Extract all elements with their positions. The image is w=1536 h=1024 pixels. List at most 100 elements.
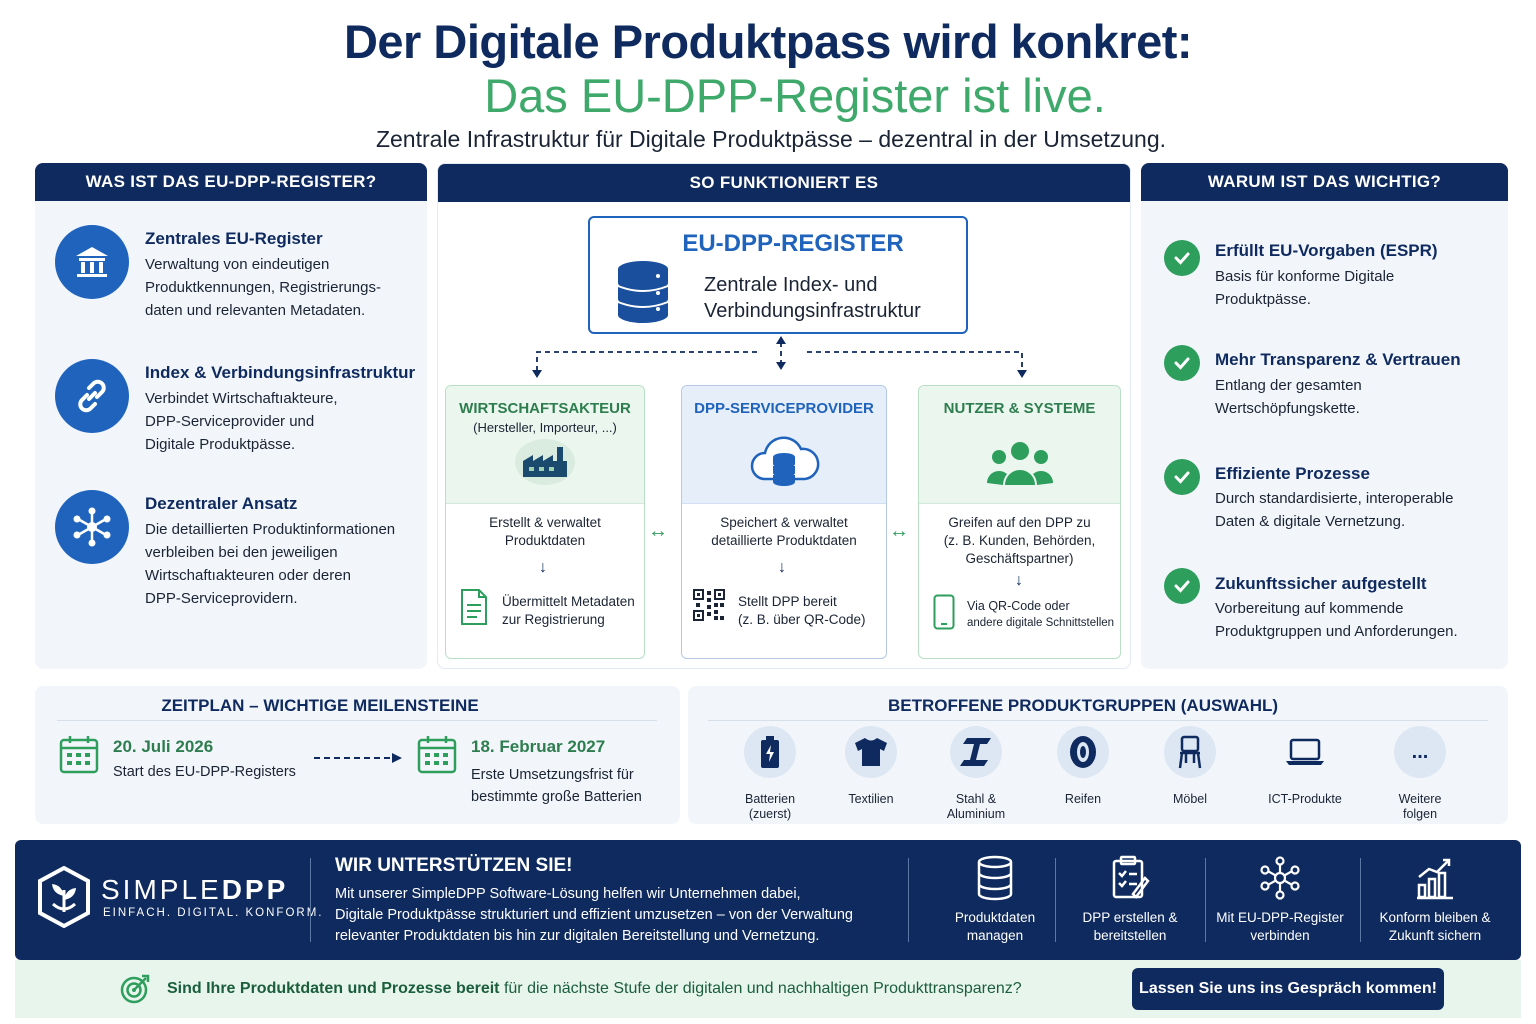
battery-icon <box>744 726 796 778</box>
serviceprovider-column: DPP-SERVICEPROVIDER Speichert & verwalte… <box>681 385 887 659</box>
product-label: Stahl & <box>955 792 997 806</box>
reason-title: Erfüllt EU-Vorgaben (ESPR) <box>1215 241 1438 260</box>
contact-button[interactable]: Lassen Sie uns ins Gespräch kommen! <box>1132 968 1444 1010</box>
reason-line: Entlang der gesamten <box>1215 377 1362 394</box>
column-line: (z. B. Kunden, Behörden, <box>943 533 1096 548</box>
timeline-heading: ZEITPLAN – WICHTIGE MEILENSTEINE <box>161 696 479 715</box>
users-group-icon <box>985 439 1055 489</box>
chart-growth-icon <box>1360 855 1510 903</box>
feature-manage-data: Produktdaten managen <box>920 855 1070 945</box>
document-icon <box>460 588 488 631</box>
product-furniture: Möbel <box>1135 726 1245 807</box>
more-icon: ... <box>1394 726 1446 778</box>
timeline-arrow <box>314 753 402 763</box>
product-label: Möbel <box>1172 792 1208 806</box>
down-arrow-icon: ↓ <box>1015 572 1023 589</box>
reason-line: Produktgruppen und Anforderungen. <box>1215 623 1458 640</box>
feature-label: Konform bleiben & <box>1379 910 1491 925</box>
item-line: daten und relevanten Metadaten. <box>145 302 366 319</box>
chair-icon <box>1164 726 1216 778</box>
cta-bar: Sind Ihre Produktdaten und Prozesse bere… <box>15 960 1521 1018</box>
page-title: Der Digitale Produktpass wird konkret: <box>343 15 1193 68</box>
product-label: ICT-Produkte <box>1268 792 1342 806</box>
product-label: Aluminium <box>946 807 1006 821</box>
reason-title: Mehr Transparenz & Vertrauen <box>1215 350 1461 369</box>
item-line: Verbindet Wirtschaftıakteure, <box>145 390 338 407</box>
product-more: ... Weitere folgen <box>1365 726 1475 822</box>
reason-line: Basis für konforme Digitale <box>1215 268 1395 285</box>
reason-line: Daten & digitale Vernetzung. <box>1215 513 1406 530</box>
item-line: Wirtschaftıakteuren oder deren <box>145 567 351 584</box>
feature-create-dpp: DPP erstellen & bereitstellen <box>1055 855 1205 945</box>
feature-label: DPP erstellen & <box>1082 910 1178 925</box>
banner-heading: WIR UNTERSTÜTZEN SIE! <box>335 855 573 876</box>
item-line: Digitale Produktpässe. <box>145 436 296 453</box>
qr-code-icon <box>693 589 725 626</box>
milestone-date: 18. Februar 2027 <box>471 737 606 756</box>
database-icon <box>616 260 670 331</box>
product-label: (zuerst) <box>748 807 792 821</box>
database-icon <box>920 855 1070 903</box>
support-banner: SIMPLEDPP EINFACH. DIGITAL. KONFORM. WIR… <box>15 840 1521 960</box>
users-title: NUTZER & SYSTEME <box>943 400 1096 417</box>
product-label: Batterien <box>744 792 796 806</box>
how-it-works-heading: SO FUNKTIONIERT ES <box>438 164 1130 202</box>
milestone-text: bestimmte große Batterien <box>471 789 642 805</box>
cloud-database-icon <box>747 433 821 489</box>
down-arrow-icon: ↓ <box>778 559 786 576</box>
column-line: Übermittelt Metadaten <box>502 594 635 609</box>
milestone-date: 20. Juli 2026 <box>113 737 214 756</box>
down-arrow-icon: ↓ <box>539 559 547 576</box>
item-title: Dezentraler Ansatz <box>145 494 298 513</box>
factory-icon <box>515 439 575 485</box>
actor-column: WIRTSCHAFTSAKTEUR (Hersteller, Importeur… <box>445 385 645 659</box>
actor-title: WIRTSCHAFTSAKTEUR <box>459 400 631 417</box>
column-line: Geschäftspartner) <box>965 551 1074 566</box>
banner-line: Mit unserer SimpleDPP Software-Lösung he… <box>335 886 801 902</box>
milestone-text: Start des EU-DPP-Registers <box>113 764 296 780</box>
simpledpp-logo-icon <box>37 865 91 933</box>
product-label: Reifen <box>1064 792 1102 806</box>
product-ict: ICT-Produkte <box>1250 726 1360 807</box>
item-line: Produktkennungen, Registrierungs- <box>145 279 381 296</box>
column-line: Stellt DPP bereit <box>738 594 837 609</box>
check-icon <box>1164 568 1200 604</box>
reason-title: Effiziente Prozesse <box>1215 464 1370 483</box>
product-battery: Batterien (zuerst) <box>715 726 825 822</box>
item-line: Die detaillierten Produktinformationen <box>145 521 396 538</box>
product-steel: Stahl & Aluminium <box>921 726 1031 822</box>
brand-slogan: EINFACH. DIGITAL. KONFORM. <box>103 907 324 919</box>
item-line: verbleiben bei den jeweiligen <box>145 544 338 561</box>
product-groups-heading: BETROFFENE PRODUKTGRUPPEN (AUSWAHL) <box>887 696 1279 715</box>
product-tires: Reifen <box>1028 726 1138 807</box>
serviceprovider-title: DPP-SERVICEPROVIDER <box>694 400 874 417</box>
check-icon <box>1164 459 1200 495</box>
target-icon <box>120 974 150 1009</box>
bank-icon <box>55 225 129 299</box>
what-is-heading: WAS IST DAS EU-DPP-REGISTER? <box>35 163 427 201</box>
column-line: detaillierte Produktdaten <box>711 533 857 548</box>
feature-label: bereitstellen <box>1093 928 1167 943</box>
item-title: Zentrales EU-Register <box>145 229 323 248</box>
banner-line: Digitale Produktpässe strukturiert und e… <box>335 907 853 923</box>
eu-dpp-register-box: EU-DPP-REGISTER Zentrale Index- und Verb… <box>588 216 968 334</box>
feature-label: Produktdaten <box>954 910 1036 925</box>
feature-connect-register: Mit EU-DPP-Register verbinden <box>1205 855 1355 945</box>
timeline-panel: ZEITPLAN – WICHTIGE MEILENSTEINE 20. Jul… <box>35 686 680 824</box>
column-line: Greifen auf den DPP zu <box>948 515 1091 530</box>
steel-beam-icon <box>950 726 1002 778</box>
tire-icon <box>1057 726 1109 778</box>
clipboard-check-icon <box>1055 855 1205 903</box>
product-label: Weitere <box>1398 792 1442 806</box>
bidirectional-arrow-icon: ↔ <box>889 520 909 542</box>
register-line: Zentrale Index- und <box>704 274 878 296</box>
network-icon <box>1205 855 1355 903</box>
connector-arrows <box>532 336 1027 378</box>
column-line: Via QR-Code oder <box>967 599 1070 613</box>
item-line: DPP-Serviceprovider und <box>145 413 315 430</box>
item-line: DPP-Serviceprovidern. <box>145 590 298 607</box>
laptop-icon <box>1279 726 1331 778</box>
item-line: Verwaltung von eindeutigen <box>145 256 330 273</box>
feature-stay-compliant: Konform bleiben & Zukunft sichern <box>1360 855 1510 945</box>
calendar-icon <box>417 734 457 779</box>
